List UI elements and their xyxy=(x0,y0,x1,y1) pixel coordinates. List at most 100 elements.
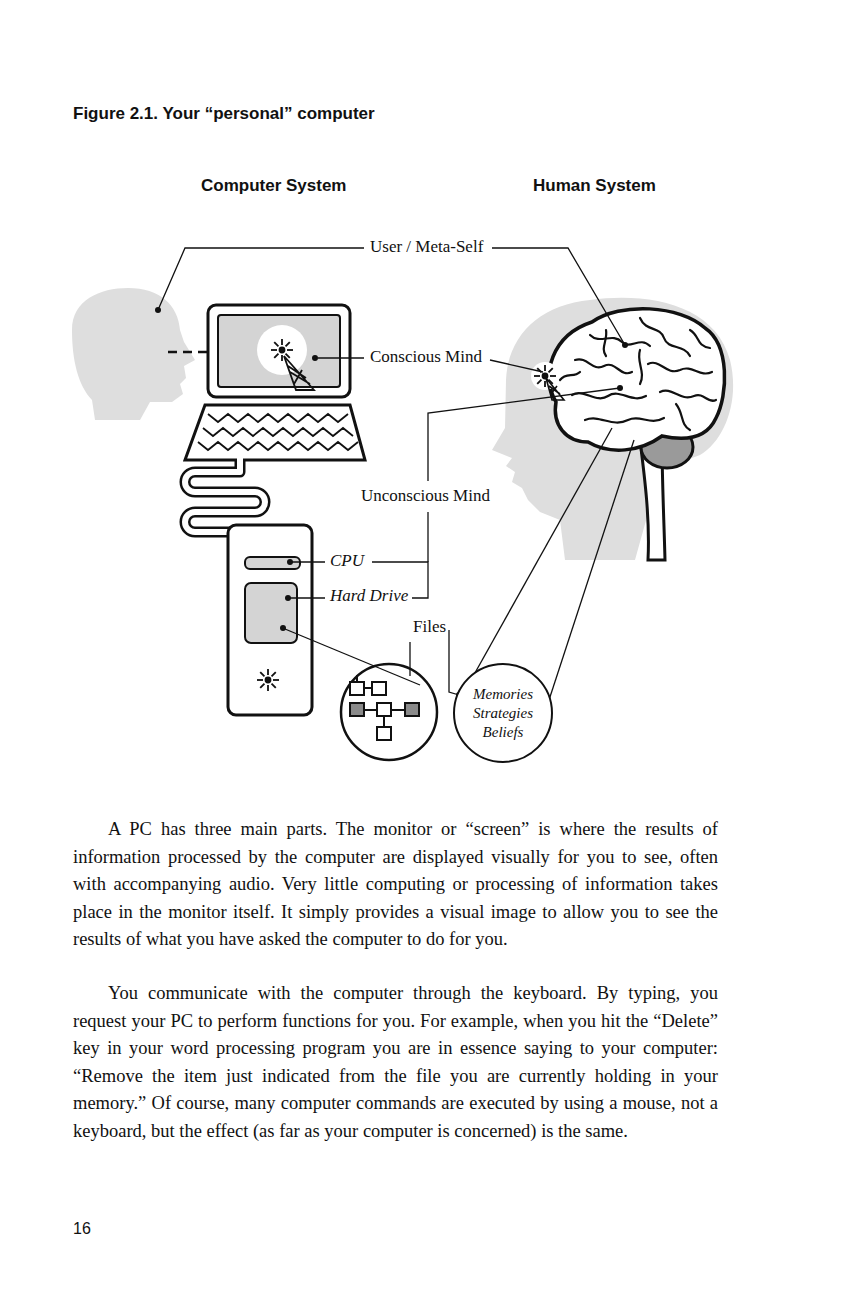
fold xyxy=(676,404,690,430)
file-icon xyxy=(350,682,364,695)
fold xyxy=(560,372,580,380)
brain-outline xyxy=(549,309,724,450)
bracket-line xyxy=(428,388,620,481)
memory-circle: Memories Strategies Beliefs xyxy=(453,663,553,763)
keyboard-keys xyxy=(198,414,358,450)
leader-line xyxy=(158,248,364,310)
sun-symbol xyxy=(257,669,279,691)
leader-line xyxy=(290,597,325,598)
monitor xyxy=(208,305,350,397)
sun-ray xyxy=(257,679,263,681)
key-row xyxy=(198,442,358,450)
column-heading: Computer System xyxy=(201,176,346,196)
fold xyxy=(604,330,607,356)
brain-spot xyxy=(531,362,559,390)
sun-ray xyxy=(260,672,264,676)
sun-ray xyxy=(534,375,540,377)
tower-frame xyxy=(284,356,314,390)
head-silhouette xyxy=(492,298,733,560)
part-label: User / Meta-Self xyxy=(370,237,483,257)
sun-ray xyxy=(286,342,290,346)
part-label: Files xyxy=(413,617,446,637)
screen xyxy=(218,315,340,387)
bracket-line xyxy=(427,512,428,562)
hard-drive xyxy=(245,583,297,643)
leader-line xyxy=(492,248,625,345)
leader-line xyxy=(490,360,543,372)
sun-ray xyxy=(271,349,277,351)
leader-line xyxy=(471,428,612,680)
part-label: Conscious Mind xyxy=(370,347,482,367)
leader-line xyxy=(549,440,634,700)
sun-ray xyxy=(260,684,264,688)
sun-symbol xyxy=(271,339,293,361)
body-paragraph: You communicate with the computer throug… xyxy=(73,980,718,1145)
sun-symbols xyxy=(257,339,556,691)
sun-ray xyxy=(287,349,293,351)
file-links xyxy=(357,675,412,732)
leader-line xyxy=(318,357,364,358)
leader-dot xyxy=(280,625,286,631)
leader-dot xyxy=(155,307,161,313)
fold xyxy=(690,330,710,348)
sun-ray xyxy=(544,381,546,387)
head-silhouette xyxy=(72,288,195,420)
file-icon xyxy=(372,682,386,695)
cpu-slot xyxy=(245,557,300,569)
leader-line xyxy=(292,561,325,562)
file-icon xyxy=(350,703,364,716)
sun-ray xyxy=(549,368,553,372)
sun-ray xyxy=(274,342,278,346)
sun-ray xyxy=(544,365,546,371)
leader-line xyxy=(409,642,410,676)
fold xyxy=(585,418,664,423)
fold xyxy=(575,359,632,373)
brain-folds xyxy=(560,318,716,430)
sun-ray xyxy=(274,354,278,358)
sun-ray xyxy=(549,380,553,384)
sun-symbol xyxy=(534,365,556,387)
system-unit xyxy=(228,525,312,715)
sun-ray xyxy=(550,375,556,377)
key-row xyxy=(208,414,348,422)
screen-spot xyxy=(257,325,307,375)
leader-dot xyxy=(312,355,318,361)
part-label: Hard Drive xyxy=(330,586,408,606)
sun-ray xyxy=(272,684,276,688)
fold xyxy=(639,350,642,384)
sun-core xyxy=(266,678,271,683)
fold xyxy=(648,363,712,374)
leader-line xyxy=(449,630,459,695)
sun-ray xyxy=(267,669,269,675)
sun-ray xyxy=(281,355,283,361)
file-icon xyxy=(377,703,391,716)
figure-title: Figure 2.1. Your “personal” computer xyxy=(73,104,375,124)
sun-ray xyxy=(286,354,290,358)
part-label: Unconscious Mind xyxy=(361,486,490,506)
file-icon xyxy=(377,727,391,740)
sun-ray xyxy=(272,672,276,676)
fold xyxy=(572,393,646,398)
sun-core xyxy=(280,348,285,353)
tower-symbol xyxy=(284,356,314,390)
body-paragraph: A PC has three main parts. The monitor o… xyxy=(73,816,718,954)
column-heading: Human System xyxy=(533,176,656,196)
files-circle xyxy=(341,664,437,760)
file-tree xyxy=(350,675,419,740)
part-label: CPU xyxy=(330,551,364,571)
sun-core xyxy=(543,374,548,379)
sun-ray xyxy=(281,339,283,345)
sun-ray xyxy=(537,380,541,384)
fold xyxy=(640,318,690,356)
key-row xyxy=(203,428,353,436)
sun-ray xyxy=(267,685,269,691)
sun-ray xyxy=(273,679,279,681)
circle-text: Memories Strategies Beliefs xyxy=(467,685,539,742)
keyboard xyxy=(185,405,365,460)
leader-line xyxy=(285,629,420,685)
page-number: 16 xyxy=(73,1220,91,1238)
leader-lines xyxy=(158,248,634,700)
fold xyxy=(660,391,716,401)
file-icon xyxy=(405,703,419,716)
